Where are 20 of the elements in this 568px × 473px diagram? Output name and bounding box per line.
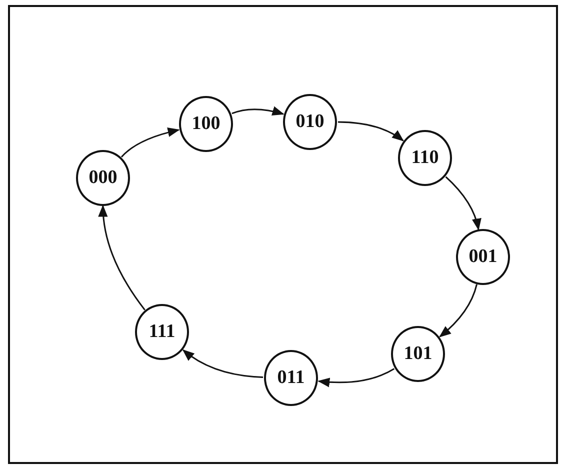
state-circle bbox=[76, 150, 130, 206]
arrow bbox=[232, 106, 284, 116]
state-label: 101 bbox=[404, 343, 432, 365]
state-label: 100 bbox=[192, 113, 220, 135]
state-circle bbox=[398, 130, 452, 186]
state-label: 010 bbox=[296, 111, 324, 133]
arrow bbox=[445, 176, 482, 231]
arrow bbox=[318, 368, 395, 387]
arrow bbox=[338, 121, 404, 142]
state-circle bbox=[391, 326, 445, 382]
arrow bbox=[98, 204, 146, 310]
state-label: 001 bbox=[468, 246, 498, 268]
state-label: 110 bbox=[411, 147, 439, 169]
state-label: 111 bbox=[148, 321, 176, 343]
state-label: 000 bbox=[88, 167, 118, 189]
state-label: 011 bbox=[277, 367, 305, 389]
arrow bbox=[182, 349, 264, 378]
arrow bbox=[120, 128, 180, 158]
state-circle bbox=[135, 304, 189, 360]
arrow bbox=[439, 284, 478, 338]
